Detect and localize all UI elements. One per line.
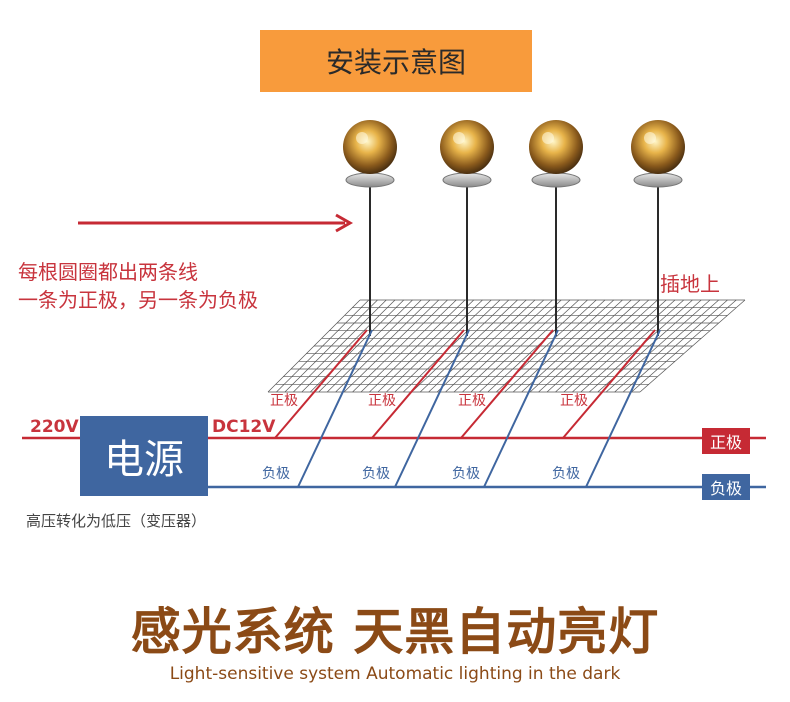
lamp-highlight — [453, 132, 465, 144]
lamps — [274, 120, 685, 488]
grid-line — [377, 299, 474, 393]
grid-line — [369, 299, 466, 393]
headline: 感光系统 天黑自动亮灯 — [130, 603, 660, 661]
wire-negative-label: 负极 — [452, 466, 480, 482]
grid-line — [487, 299, 588, 393]
lamp — [274, 120, 397, 488]
grid-line — [538, 299, 641, 393]
grid-line — [614, 299, 719, 393]
positive-rail-label: 正极 — [702, 428, 750, 454]
grid-line — [436, 299, 536, 393]
wire-note-line1: 每根圆圈都出两条线 — [18, 260, 198, 284]
wire-positive-label: 正极 — [560, 393, 588, 409]
grid-line — [512, 299, 614, 393]
lamp-globe — [440, 120, 494, 174]
grid-line — [453, 299, 553, 393]
lamp-base — [633, 172, 683, 188]
grid-line — [419, 299, 518, 393]
lamp-negative-wire — [585, 329, 661, 488]
grid-line — [479, 299, 579, 393]
power-supply-label: 电源 — [104, 437, 184, 483]
lamp-positive-wire — [371, 329, 465, 439]
direction-arrow — [78, 213, 354, 233]
wires — [22, 436, 766, 489]
grid-line — [301, 299, 396, 393]
negative-rail-text: 负极 — [709, 479, 742, 498]
ground-label: 插地上 — [660, 272, 720, 296]
ground-grid — [267, 299, 746, 393]
negative-rail-label: 负极 — [702, 474, 750, 500]
lamp — [371, 120, 494, 488]
grid-line — [546, 299, 649, 393]
lamp-base — [531, 172, 581, 188]
lamp — [562, 120, 685, 488]
wire-negative-label: 负极 — [362, 466, 390, 482]
lamp-negative-wire — [297, 329, 373, 488]
lamp-globe — [529, 120, 583, 174]
wire-positive-label: 正极 — [270, 393, 298, 409]
diagram-title: 安装示意图 — [325, 46, 466, 79]
grid-line — [470, 299, 571, 393]
lamp-base — [442, 172, 492, 188]
power-supply-box: 电源 — [80, 416, 208, 496]
wire-note-line2: 一条为正极，另一条为负极 — [18, 288, 258, 312]
lamp-globe — [631, 120, 685, 174]
grid-line — [521, 299, 623, 393]
lamp-positive-wire — [460, 329, 554, 439]
grid-line — [529, 299, 632, 393]
grid-line — [352, 299, 448, 393]
lamp-negative-wire — [394, 329, 470, 488]
lamp-globe — [343, 120, 397, 174]
output-voltage-label: DC12V — [212, 417, 276, 437]
diagram-title-banner: 安装示意图 — [260, 30, 532, 92]
wire-negative-label: 负极 — [552, 466, 580, 482]
grid-line — [326, 299, 422, 393]
lamp — [460, 120, 583, 488]
grid-line — [276, 299, 369, 393]
grid-line — [580, 299, 684, 393]
lamp-positive-wire — [562, 329, 656, 439]
grid-line — [462, 299, 562, 393]
grid-line — [555, 299, 658, 393]
lamp-highlight — [644, 132, 656, 144]
lamp-negative-wire — [483, 329, 559, 488]
wire-positive-label: 正极 — [368, 393, 396, 409]
lamp-positive-wire — [274, 329, 368, 439]
wire-negative-label: 负极 — [262, 466, 290, 482]
wire-positive-label: 正极 — [458, 393, 486, 409]
grid-line — [343, 299, 439, 393]
grid-line — [411, 299, 509, 393]
grid-line — [267, 299, 361, 393]
lamp-base — [345, 172, 395, 188]
grid-line — [605, 299, 711, 393]
grid-line — [394, 299, 492, 393]
grid-line — [504, 299, 606, 393]
grid-line — [639, 299, 746, 393]
wire-note: 每根圆圈都出两条线 一条为正极，另一条为负极 — [18, 258, 258, 314]
grid-line — [360, 299, 457, 393]
positive-rail-text: 正极 — [709, 433, 742, 452]
grid-line — [318, 299, 413, 393]
grid-line — [563, 299, 667, 393]
grid-line — [310, 299, 404, 393]
lamp-highlight — [356, 132, 368, 144]
grid-line — [445, 299, 544, 393]
power-supply-caption: 高压转化为低压（变压器） — [26, 512, 207, 530]
input-voltage-label: 220V — [30, 417, 79, 437]
grid-line — [284, 299, 378, 393]
grid-line — [335, 299, 431, 393]
subheadline: Light-sensitive system Automatic lightin… — [169, 664, 621, 684]
lamp-highlight — [542, 132, 554, 144]
grid-line — [622, 299, 728, 393]
grid-line — [631, 299, 737, 393]
grid-line — [428, 299, 527, 393]
